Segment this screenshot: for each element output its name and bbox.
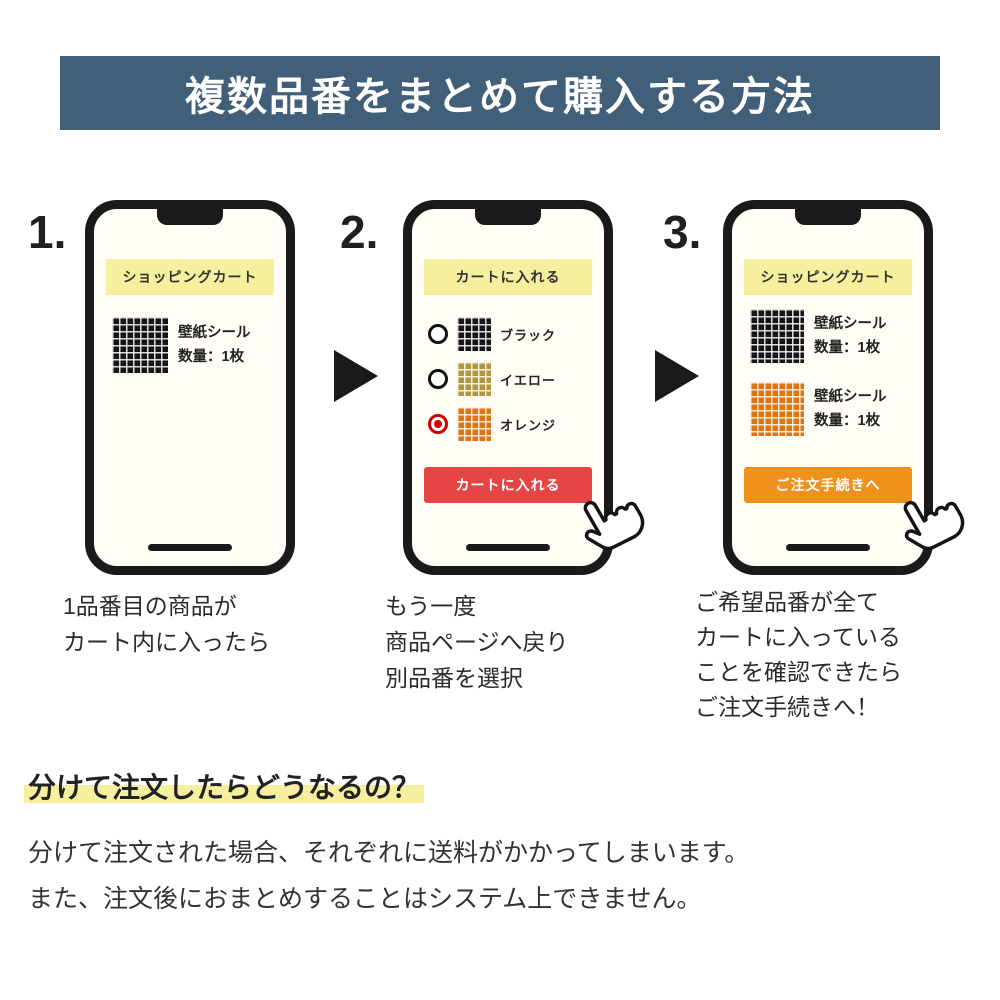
home-indicator xyxy=(466,544,550,551)
item-qty: 数量：1枚 xyxy=(178,349,245,365)
proceed-to-order-button[interactable]: ご注文手続きへ xyxy=(744,467,912,503)
footer-body: 分けて注文された場合、それぞれに送料がかかってしまいます。 また、注文後におまと… xyxy=(28,830,749,922)
option-label: イエロー xyxy=(500,372,556,388)
swatch-orange-icon xyxy=(457,407,491,441)
step-2-caption: もう一度 商品ページへ戻り 別品番を選択 xyxy=(385,593,569,691)
color-option-yellow[interactable]: イエロー xyxy=(428,362,556,396)
add-to-cart-button[interactable]: カートに入れる xyxy=(424,467,592,503)
cart-item-text: 壁紙シール 数量：1枚 xyxy=(178,321,251,369)
item-name: 壁紙シール xyxy=(814,389,887,405)
home-indicator xyxy=(786,544,870,551)
phone-mockup-step3: ショッピングカート 壁紙シール 数量：1枚 壁紙シール 数量：1枚 ご注文手続き… xyxy=(723,200,933,575)
cart-item: 壁紙シール 数量：1枚 xyxy=(112,317,251,373)
cart-item: 壁紙シール 数量：1枚 xyxy=(750,309,887,363)
option-label: ブラック xyxy=(500,327,557,343)
cart-item-text: 壁紙シール 数量：1枚 xyxy=(814,312,887,360)
swatch-yellow-icon xyxy=(457,362,491,396)
color-option-orange[interactable]: オレンジ xyxy=(428,407,556,441)
title-banner: 複数品番をまとめて購入する方法 xyxy=(60,56,940,130)
phone-mockup-step1: ショッピングカート 壁紙シール 数量：1枚 xyxy=(85,200,295,575)
page-title: 複数品番をまとめて購入する方法 xyxy=(185,75,815,119)
swatch-black-icon xyxy=(750,309,804,363)
footer-body-line: 分けて注文された場合、それぞれに送料がかかってしまいます。 xyxy=(28,839,750,867)
cart-header-bar: ショッピングカート xyxy=(744,259,912,295)
hand-cursor-icon xyxy=(564,474,651,561)
radio-yellow[interactable] xyxy=(428,369,448,389)
phone-notch xyxy=(795,209,861,225)
radio-orange-selected[interactable] xyxy=(428,414,448,434)
item-qty: 数量：1枚 xyxy=(814,413,881,429)
color-option-black[interactable]: ブラック xyxy=(428,317,556,351)
footer-heading: 分けて注文したらどうなるの？ xyxy=(24,766,425,806)
phone-notch xyxy=(475,209,541,225)
phone-mockup-step2: カートに入れる ブラック イエロー オレンジ カートに入れる xyxy=(403,200,613,575)
item-qty: 数量：1枚 xyxy=(814,340,881,356)
item-name: 壁紙シール xyxy=(178,325,251,341)
swatch-orange-icon xyxy=(750,382,804,436)
highlighted-heading-text: 分けて注文したらどうなるの？ xyxy=(24,772,425,803)
swatch-black-icon xyxy=(457,317,491,351)
step-3-caption: ご希望品番が全て カートに入っている ことを確認できたら ご注文手続きへ！ xyxy=(695,589,902,720)
arrow-right-icon xyxy=(655,350,699,402)
step-1-caption: 1品番目の商品が カート内に入ったら xyxy=(63,593,270,655)
option-label: オレンジ xyxy=(500,417,557,433)
radio-black[interactable] xyxy=(428,324,448,344)
cart-header-bar: ショッピングカート xyxy=(106,259,274,295)
arrow-right-icon xyxy=(334,350,378,402)
cart-item: 壁紙シール 数量：1枚 xyxy=(750,382,887,436)
hand-cursor-icon xyxy=(884,474,971,561)
home-indicator xyxy=(148,544,232,551)
step-2-number: 2. xyxy=(340,206,379,258)
phone-notch xyxy=(157,209,223,225)
add-to-cart-header-bar: カートに入れる xyxy=(424,259,592,295)
item-name: 壁紙シール xyxy=(814,316,887,332)
footer-body-line: また、注文後におまとめすることはシステム上できません。 xyxy=(28,885,702,913)
cart-item-text: 壁紙シール 数量：1枚 xyxy=(814,385,887,433)
step-1-number: 1. xyxy=(28,206,67,258)
step-3-number: 3. xyxy=(663,206,702,258)
swatch-black-icon xyxy=(112,317,168,373)
